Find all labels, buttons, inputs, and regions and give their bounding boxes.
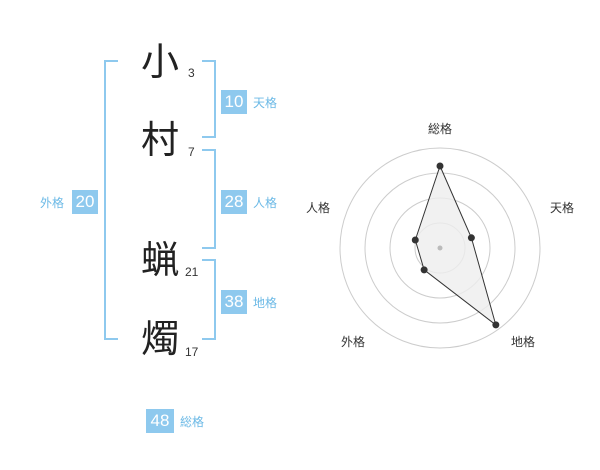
radar-point-3: [420, 266, 428, 274]
jin-value-box: 28: [221, 190, 247, 214]
radar-point-4: [411, 236, 419, 244]
radar-axis-label-soukaku: 総格: [428, 122, 453, 136]
stroke-count-1: 3: [188, 66, 195, 80]
gai-bracket: [104, 60, 118, 340]
stroke-count-3: 21: [185, 265, 199, 279]
gai-value-box: 20: [72, 190, 98, 214]
ten-value-box: 10: [221, 90, 247, 114]
radar-center-dot: [437, 245, 443, 251]
radar-axis-label-ten: 天格: [550, 201, 575, 215]
radar-point-1: [467, 234, 475, 242]
jin-label: 人格: [253, 196, 278, 210]
gai-label: 外格: [40, 196, 65, 210]
name-char-1: 小: [141, 40, 180, 84]
chi-label: 地格: [253, 296, 278, 310]
name-char-2: 村: [141, 118, 180, 162]
jin-bracket: [202, 149, 216, 249]
radar-axis-label-gai: 外格: [341, 335, 366, 349]
radar-axis-label-chi: 地格: [511, 335, 536, 349]
radar-chart: [339, 147, 541, 349]
radar-point-2: [492, 321, 500, 329]
radar-ring-4: [339, 147, 541, 349]
soukaku-value-box: 48: [146, 409, 174, 433]
ten-bracket: [202, 60, 216, 138]
ten-label: 天格: [253, 96, 278, 110]
chi-bracket: [202, 259, 216, 340]
stroke-count-2: 7: [188, 145, 195, 159]
radar-point-0: [436, 162, 444, 170]
chi-value-box: 38: [221, 290, 247, 314]
name-char-4: 燭: [141, 317, 180, 361]
radar-polygon: [414, 164, 497, 327]
radar-axis-label-jin: 人格: [306, 201, 331, 215]
soukaku-label: 総格: [180, 415, 205, 429]
name-char-3: 蝋: [141, 238, 180, 282]
stroke-count-4: 17: [185, 345, 199, 359]
